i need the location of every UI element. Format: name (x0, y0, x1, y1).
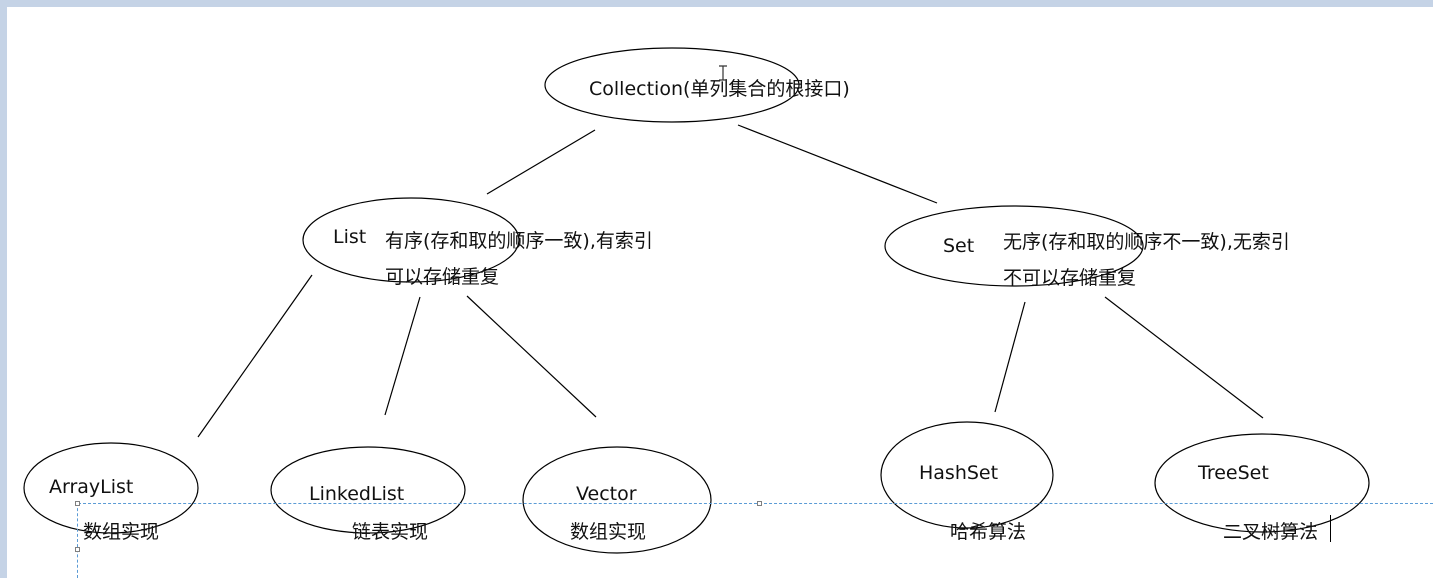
root-node-ellipse (544, 47, 800, 123)
arraylist-node-desc: 数组实现 (83, 521, 160, 543)
ibeam-cursor-icon (719, 65, 727, 81)
treeset-node-ellipse (1154, 433, 1370, 533)
set-node-desc-line2: 不可以存储重复 (1003, 267, 1137, 289)
selection-handle-top-mid[interactable] (757, 501, 762, 506)
selection-guide-horizontal[interactable] (78, 503, 1433, 504)
treeset-node-desc: 二叉树算法 (1223, 521, 1319, 543)
hashset-node-label: HashSet (919, 462, 999, 484)
list-node-desc-line2: 可以存储重复 (385, 266, 500, 288)
selection-guide-vertical[interactable] (77, 503, 78, 578)
selection-handle-left-mid[interactable] (75, 547, 80, 552)
edge-set-hashset (994, 301, 1026, 413)
vector-node-ellipse (522, 446, 712, 554)
root-node-label: Collection(单列集合的根接口) (589, 78, 850, 100)
linkedlist-node-desc: 链表实现 (352, 521, 429, 543)
vector-node-desc: 数组实现 (570, 521, 647, 543)
arraylist-node-ellipse (23, 442, 199, 534)
edge-root-set (737, 124, 938, 204)
list-node-label: List (333, 226, 367, 248)
set-node-ellipse (884, 205, 1144, 287)
set-node-label: Set (943, 235, 975, 257)
edge-list-arraylist (197, 274, 313, 438)
hashset-node-desc: 哈希算法 (950, 521, 1027, 543)
edge-set-treeset (1104, 296, 1264, 419)
linkedlist-node-label: LinkedList (309, 483, 405, 505)
list-node-ellipse (302, 197, 520, 283)
edge-list-linkedlist (384, 296, 421, 416)
arraylist-node-label: ArrayList (49, 476, 134, 498)
edge-list-vector (466, 295, 597, 418)
edge-root-list (486, 129, 596, 195)
window-left-border (0, 0, 7, 578)
hashset-node-ellipse (880, 421, 1054, 529)
list-node-desc-line1: 有序(存和取的顺序一致),有索引 (385, 230, 653, 252)
linkedlist-node-ellipse (270, 446, 466, 534)
text-caret (1330, 515, 1331, 542)
window-top-border (0, 0, 1433, 7)
selection-handle-top-left[interactable] (75, 501, 80, 506)
treeset-node-label: TreeSet (1198, 462, 1269, 484)
vector-node-label: Vector (576, 483, 637, 505)
set-node-desc-line1: 无序(存和取的顺序不一致),无索引 (1003, 231, 1290, 253)
